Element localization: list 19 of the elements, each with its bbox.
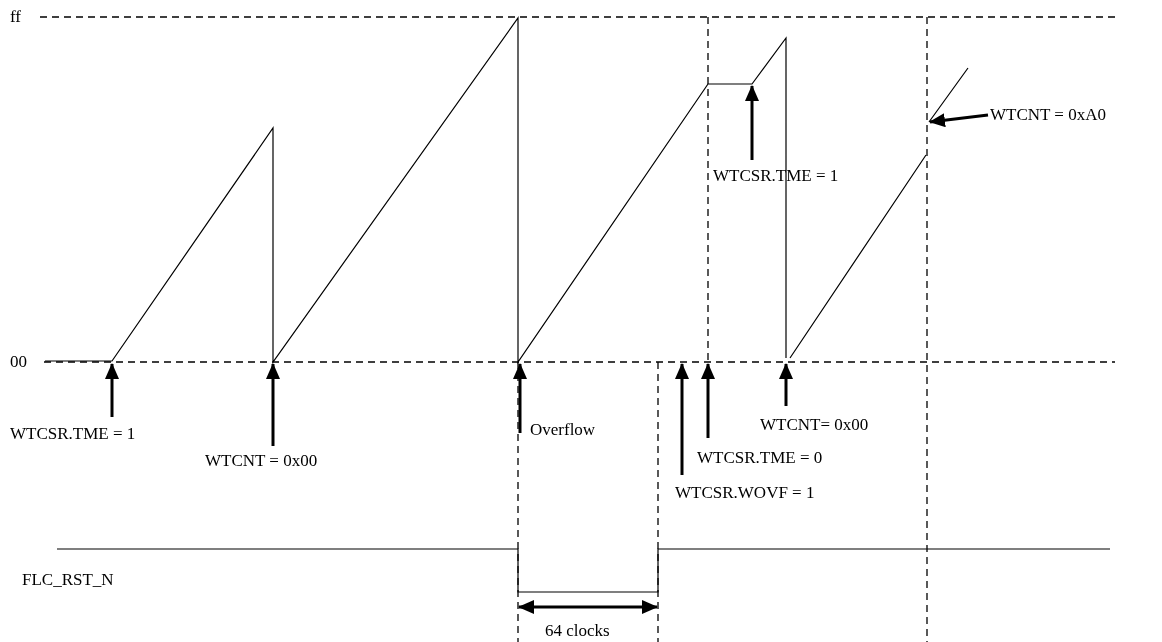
annotation-text: WTCSR.WOVF = 1: [675, 484, 815, 502]
axis-label: FLC_RST_N: [22, 571, 114, 589]
annotation-text: WTCSR.TME = 1: [10, 425, 136, 443]
arrow: [701, 363, 715, 438]
axis-label: 00: [10, 353, 27, 371]
arrow: [929, 113, 989, 128]
arrow: [266, 363, 280, 446]
annotation-text: WTCNT= 0x00: [760, 416, 869, 434]
annotation-text: Overflow: [530, 421, 596, 439]
arrow: [675, 363, 689, 475]
arrow: [513, 363, 527, 433]
arrow: [105, 363, 119, 417]
arrow: [779, 363, 793, 406]
axis-label: 64 clocks: [545, 622, 610, 640]
arrow: [745, 85, 759, 160]
axis-label: ff: [10, 8, 21, 26]
annotation-text: WTCSR.TME = 0: [697, 449, 823, 467]
annotation-text: WTCNT = 0x00: [205, 452, 318, 470]
annotation-text: WTCNT = 0xA0: [990, 106, 1106, 124]
